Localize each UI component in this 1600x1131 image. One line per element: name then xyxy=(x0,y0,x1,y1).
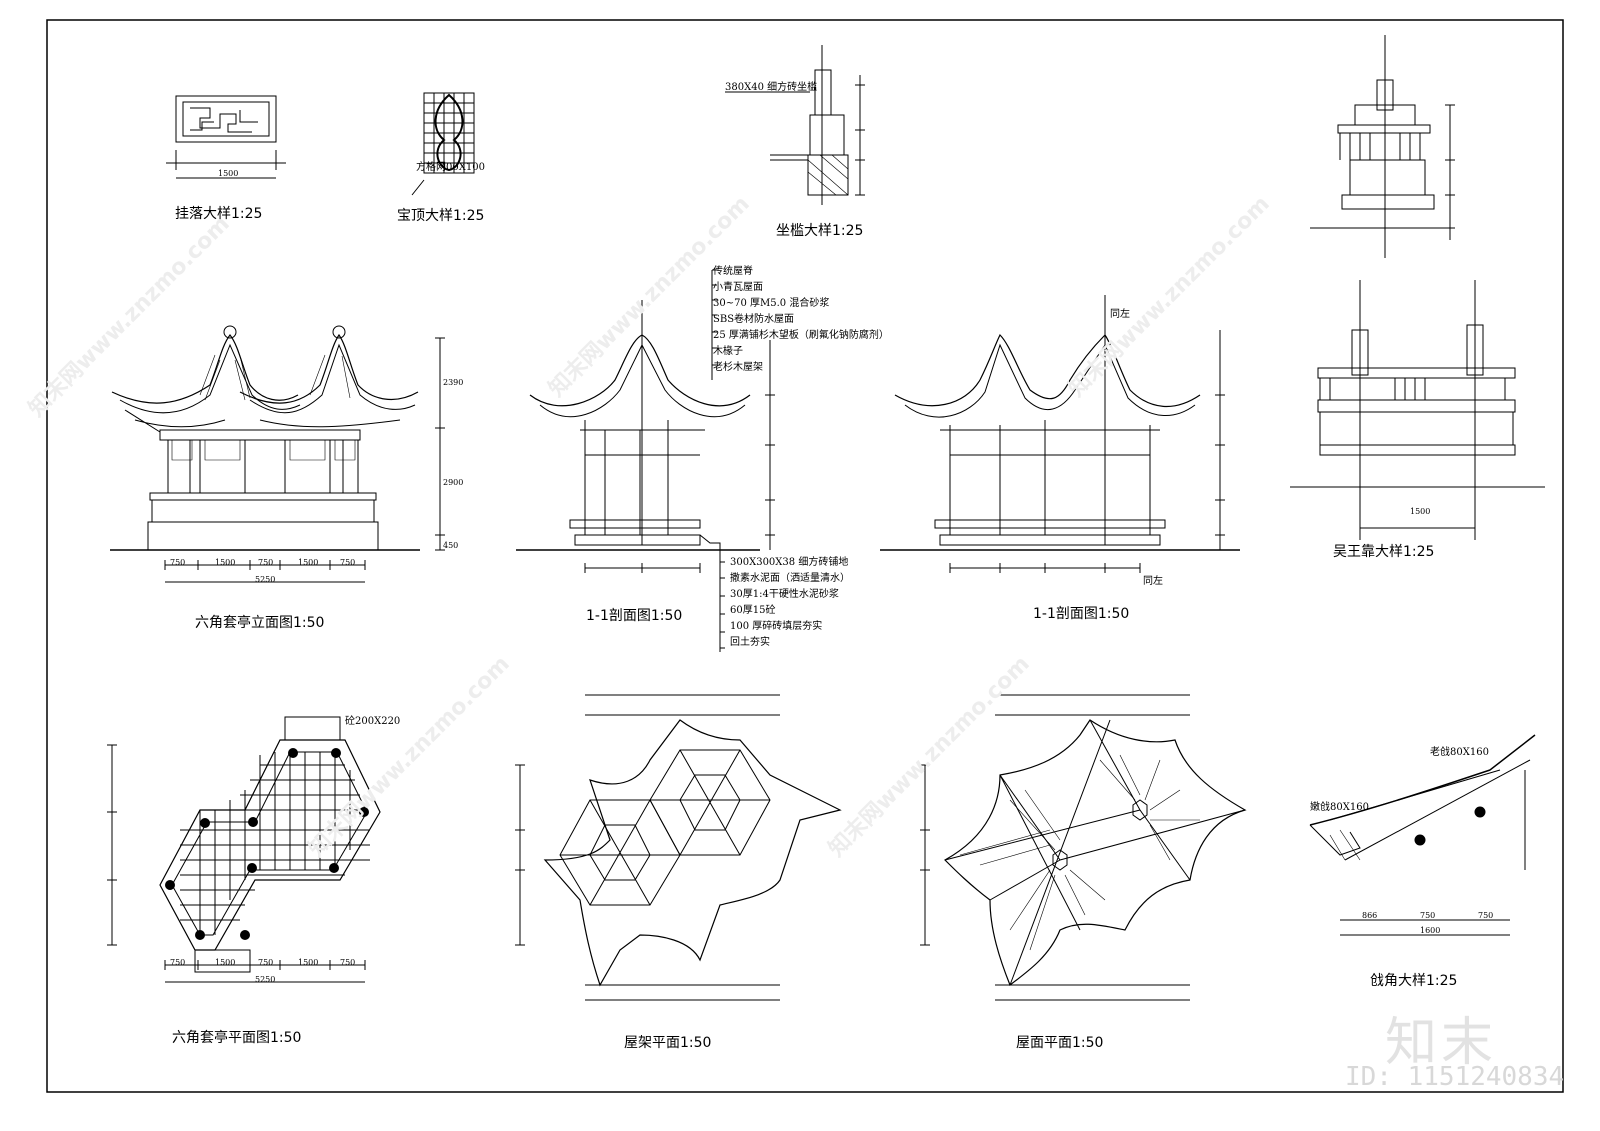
title-roof-frame: 屋架平面1:50 xyxy=(624,1035,712,1051)
roof-layer: 25 厚满铺杉木望板（刷氟化钠防腐剂） xyxy=(713,330,889,341)
dim-elev-total: 5250 xyxy=(255,575,276,584)
dim-plan-total: 5250 xyxy=(255,975,276,984)
roof-plan xyxy=(920,694,1247,1001)
zuojian-detail xyxy=(725,45,865,205)
dim-wuwang-total: 1500 xyxy=(1410,507,1431,516)
label-laojiao: 老戗80X160 xyxy=(1430,747,1489,758)
section-right xyxy=(880,295,1240,573)
title-elevation: 六角套亭立面图1:50 xyxy=(195,615,325,631)
dim-plan-2: 750 xyxy=(258,958,274,967)
floor-layers: 300X300X38 细方砖铺地 撒素水泥面（洒适量清水） 30厚1:4干硬性水… xyxy=(730,555,850,651)
dim-elev-4: 750 xyxy=(340,558,356,567)
dim-height-0: 2390 xyxy=(443,378,464,387)
dim-plan-0: 750 xyxy=(170,958,186,967)
floor-layer: 60厚15砼 xyxy=(730,605,776,616)
watermark-logo: 知末 xyxy=(1385,1013,1498,1073)
floor-layer: 100 厚碎砖填层夯实 xyxy=(730,621,823,632)
dim-gualuo-total: 1500 xyxy=(218,169,239,178)
title-section-left: 1-1剖面图1:50 xyxy=(586,608,683,624)
dim-plan-1: 1500 xyxy=(215,958,236,967)
roof-layer: 传统屋脊 xyxy=(713,266,753,277)
title-zuojian: 坐槛大样1:25 xyxy=(776,223,864,239)
title-plan: 六角套亭平面图1:50 xyxy=(172,1030,302,1046)
watermark-id: ID: 1151240834 xyxy=(1345,1062,1565,1092)
title-gualuo: 挂落大样1:25 xyxy=(175,206,263,222)
elevation-drawing xyxy=(110,325,445,583)
roof-layer: 木椽子 xyxy=(713,346,743,357)
floor-layer: 回土夯实 xyxy=(730,637,770,648)
roof-layers: 传统屋脊 小青瓦屋面 30~70 厚M5.0 混合砂浆 SBS卷材防水屋面 25… xyxy=(713,264,889,376)
dim-height-2: 450 xyxy=(443,541,459,550)
label-column-size: 砼200X220 xyxy=(345,716,401,727)
dim-qiang-0: 866 xyxy=(1362,911,1378,920)
dim-qiang-total: 1600 xyxy=(1420,926,1441,935)
floor-layer: 30厚1:4干硬性水泥砂浆 xyxy=(730,589,839,600)
sheet-border xyxy=(46,19,1564,1093)
roof-layer: SBS卷材防水屋面 xyxy=(713,314,795,325)
plan-drawing xyxy=(107,716,381,983)
dim-elev-0: 750 xyxy=(170,558,186,567)
title-wuwangkao: 吴王靠大样1:25 xyxy=(1333,544,1435,560)
label-tongzuo-top: 同左 xyxy=(1110,309,1130,320)
qiangjiao-detail xyxy=(1309,734,1536,936)
roof-layer: 小青瓦屋面 xyxy=(713,282,763,293)
dim-plan-4: 750 xyxy=(340,958,356,967)
wuwangkao-detail xyxy=(1290,280,1545,540)
section-left xyxy=(516,269,775,652)
title-roof-plan: 屋面平面1:50 xyxy=(1016,1035,1104,1051)
baoding-detail xyxy=(411,92,475,196)
roof-frame-plan xyxy=(515,694,842,1001)
label-zuojian-brick: 380X40 细方砖坐槛 xyxy=(725,82,818,93)
roof-layer: 老杉木屋架 xyxy=(713,362,763,373)
label-nenjiao: 嫩戗80X160 xyxy=(1310,802,1369,813)
dim-elev-3: 1500 xyxy=(298,558,319,567)
gualuo-detail xyxy=(166,95,286,179)
top-right-detail xyxy=(1310,35,1455,258)
title-baoding: 宝顶大样1:25 xyxy=(397,208,485,224)
title-qiangjiao: 戗角大样1:25 xyxy=(1370,973,1458,989)
title-section-right: 1-1剖面图1:50 xyxy=(1033,606,1130,622)
roof-layer: 30~70 厚M5.0 混合砂浆 xyxy=(713,298,830,309)
dim-height-1: 2900 xyxy=(443,478,464,487)
dim-plan-3: 1500 xyxy=(298,958,319,967)
dim-qiang-2: 750 xyxy=(1478,911,1494,920)
dim-qiang-1: 750 xyxy=(1420,911,1436,920)
floor-layer: 撒素水泥面（洒适量清水） xyxy=(730,573,850,584)
label-tongzuo-bottom: 同左 xyxy=(1143,576,1163,587)
dim-elev-1: 1500 xyxy=(215,558,236,567)
label-fangge: 方格网00X100 xyxy=(416,162,485,173)
floor-layer: 300X300X38 细方砖铺地 xyxy=(730,557,849,568)
dim-elev-2: 750 xyxy=(258,558,274,567)
